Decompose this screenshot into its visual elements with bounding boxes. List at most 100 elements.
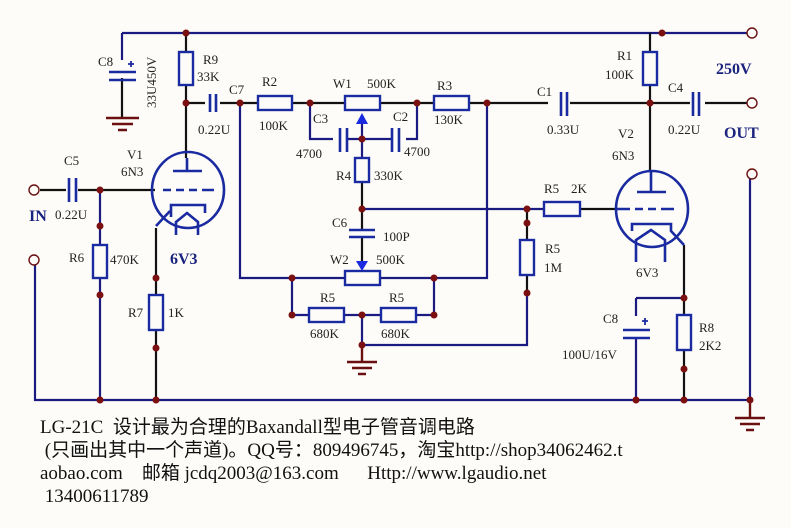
resistor-r8 — [675, 313, 693, 352]
label-r1-ref: R1 — [617, 48, 632, 63]
c3-c2-loop — [308, 103, 419, 141]
label-r2-ref: R2 — [262, 74, 277, 89]
label-input: IN — [29, 208, 47, 225]
resistor-r3 — [432, 94, 471, 112]
label-c8-value: 33U450V — [144, 56, 159, 108]
capacitor-c4 — [691, 92, 701, 116]
label-r5-1m-ref: R5 — [545, 241, 560, 256]
junctions — [96, 29, 754, 404]
label-output: OUT — [724, 125, 759, 142]
resistor-r2 — [256, 94, 294, 112]
label-r4-value: 330K — [374, 168, 404, 183]
label-v1-ref: V1 — [127, 147, 143, 162]
cathode-lead — [155, 210, 171, 227]
caption-line-1: LG-21C 设计最为合理的Baxandall型电子管音调电路 — [40, 417, 475, 438]
label-c4-value: 0.22U — [668, 122, 701, 137]
label-c5-value: 0.22U — [55, 207, 88, 222]
label-r9-ref: R9 — [203, 52, 218, 67]
caption-line-4: 13400611789 — [40, 486, 149, 507]
plate-icon — [173, 158, 202, 173]
resistor-r5-grid — [542, 200, 582, 218]
ground-symbols — [106, 116, 765, 432]
cathode-icon — [630, 222, 685, 246]
component-labels: C8 33U450V R9 33K C7 0.22U R2 100K W1 50… — [55, 48, 721, 362]
label-c1-value: 0.33U — [547, 122, 580, 137]
label-c8b-value: 100U/16V — [562, 347, 618, 362]
label-c8b-ref: C8 — [603, 311, 618, 326]
label-c3-value: 4700 — [296, 146, 322, 161]
label-r5-right-ref: R5 — [389, 290, 404, 305]
label-r7-ref: R7 — [128, 305, 144, 320]
label-r6-value: 470K — [110, 252, 140, 267]
plate-icon — [637, 170, 666, 194]
output-terminal — [746, 97, 758, 109]
capacitor-c3 — [338, 128, 349, 152]
label-c1-ref: C1 — [537, 84, 552, 99]
label-r2-value: 100K — [259, 118, 289, 133]
label-r3-value: 130K — [434, 112, 464, 127]
resistor-r4 — [353, 156, 371, 184]
wiper-arrow-icon — [356, 261, 368, 271]
label-r5-1m-value: 1M — [544, 260, 563, 275]
polarity-plus-icon — [128, 61, 134, 67]
terminals — [28, 27, 758, 266]
label-r1-value: 100K — [605, 67, 635, 82]
label-r9-value: 33K — [197, 69, 220, 84]
label-w1-value: 500K — [367, 76, 397, 91]
capacitors — [67, 61, 701, 340]
heater-icon — [634, 228, 667, 262]
capacitor-c5 — [67, 178, 78, 202]
capacitor-c7 — [208, 94, 218, 112]
label-w1-ref: W1 — [333, 76, 352, 91]
label-r6-ref: R6 — [69, 250, 85, 265]
label-c6-ref: C6 — [332, 215, 348, 230]
label-v1-heater: 6V3 — [170, 251, 198, 268]
resistor-r7 — [147, 293, 165, 332]
label-w2-value: 500K — [376, 252, 406, 267]
label-c8-ref: C8 — [98, 54, 113, 69]
label-r5-left-ref: R5 — [320, 290, 335, 305]
resistor-r6 — [91, 243, 109, 280]
capacitor-c1 — [559, 92, 569, 116]
ground-icon — [347, 360, 377, 376]
label-c2-value: 4700 — [404, 144, 430, 159]
terminal-labels: 250V OUT IN — [29, 61, 759, 225]
capacitor-c8-top — [109, 70, 136, 82]
label-c5-ref: C5 — [64, 153, 79, 168]
label-c3-ref: C3 — [313, 111, 328, 126]
potentiometer-w1 — [343, 94, 382, 112]
label-c4-ref: C4 — [668, 80, 684, 95]
resistor-r9 — [177, 50, 195, 87]
output-ground-terminal — [746, 168, 758, 180]
wiper-arrow-icon — [356, 113, 368, 124]
label-r5-right-value: 680K — [381, 326, 411, 341]
capacitor-c6 — [349, 228, 375, 239]
input-terminal — [28, 184, 40, 196]
label-r8-value: 2K2 — [699, 338, 721, 353]
polarity-plus-icon — [642, 318, 648, 325]
caption-block: LG-21C 设计最为合理的Baxandall型电子管音调电路 (只画出其中一个… — [40, 416, 623, 508]
label-v2-ref: V2 — [618, 126, 634, 141]
label-c2-ref: C2 — [393, 109, 408, 124]
capacitor-c2 — [390, 128, 401, 152]
label-v1-type: 6N3 — [121, 164, 143, 179]
potentiometer-w2 — [343, 269, 382, 287]
capacitor-c8-bottom — [623, 328, 650, 340]
label-v2-heater: 6V3 — [636, 265, 658, 280]
resistors — [91, 50, 693, 352]
cathode-icon — [169, 203, 207, 217]
caption-line-3: aobao.com 邮箱 jcdq2003@163.com Http://www… — [40, 463, 547, 484]
r5-gnd-wire — [360, 293, 529, 347]
tube-v1 — [150, 150, 226, 235]
label-r8-ref: R8 — [699, 320, 714, 335]
supply-terminal — [746, 27, 758, 39]
label-r5-grid-ref: R5 — [544, 181, 559, 196]
label-v2-type: 6N3 — [612, 148, 634, 163]
ground-rail — [33, 262, 750, 402]
label-c7-value: 0.22U — [198, 122, 231, 137]
label-c7-ref: C7 — [229, 82, 245, 97]
label-supply: 250V — [716, 61, 752, 78]
label-w2-ref: W2 — [330, 252, 349, 267]
